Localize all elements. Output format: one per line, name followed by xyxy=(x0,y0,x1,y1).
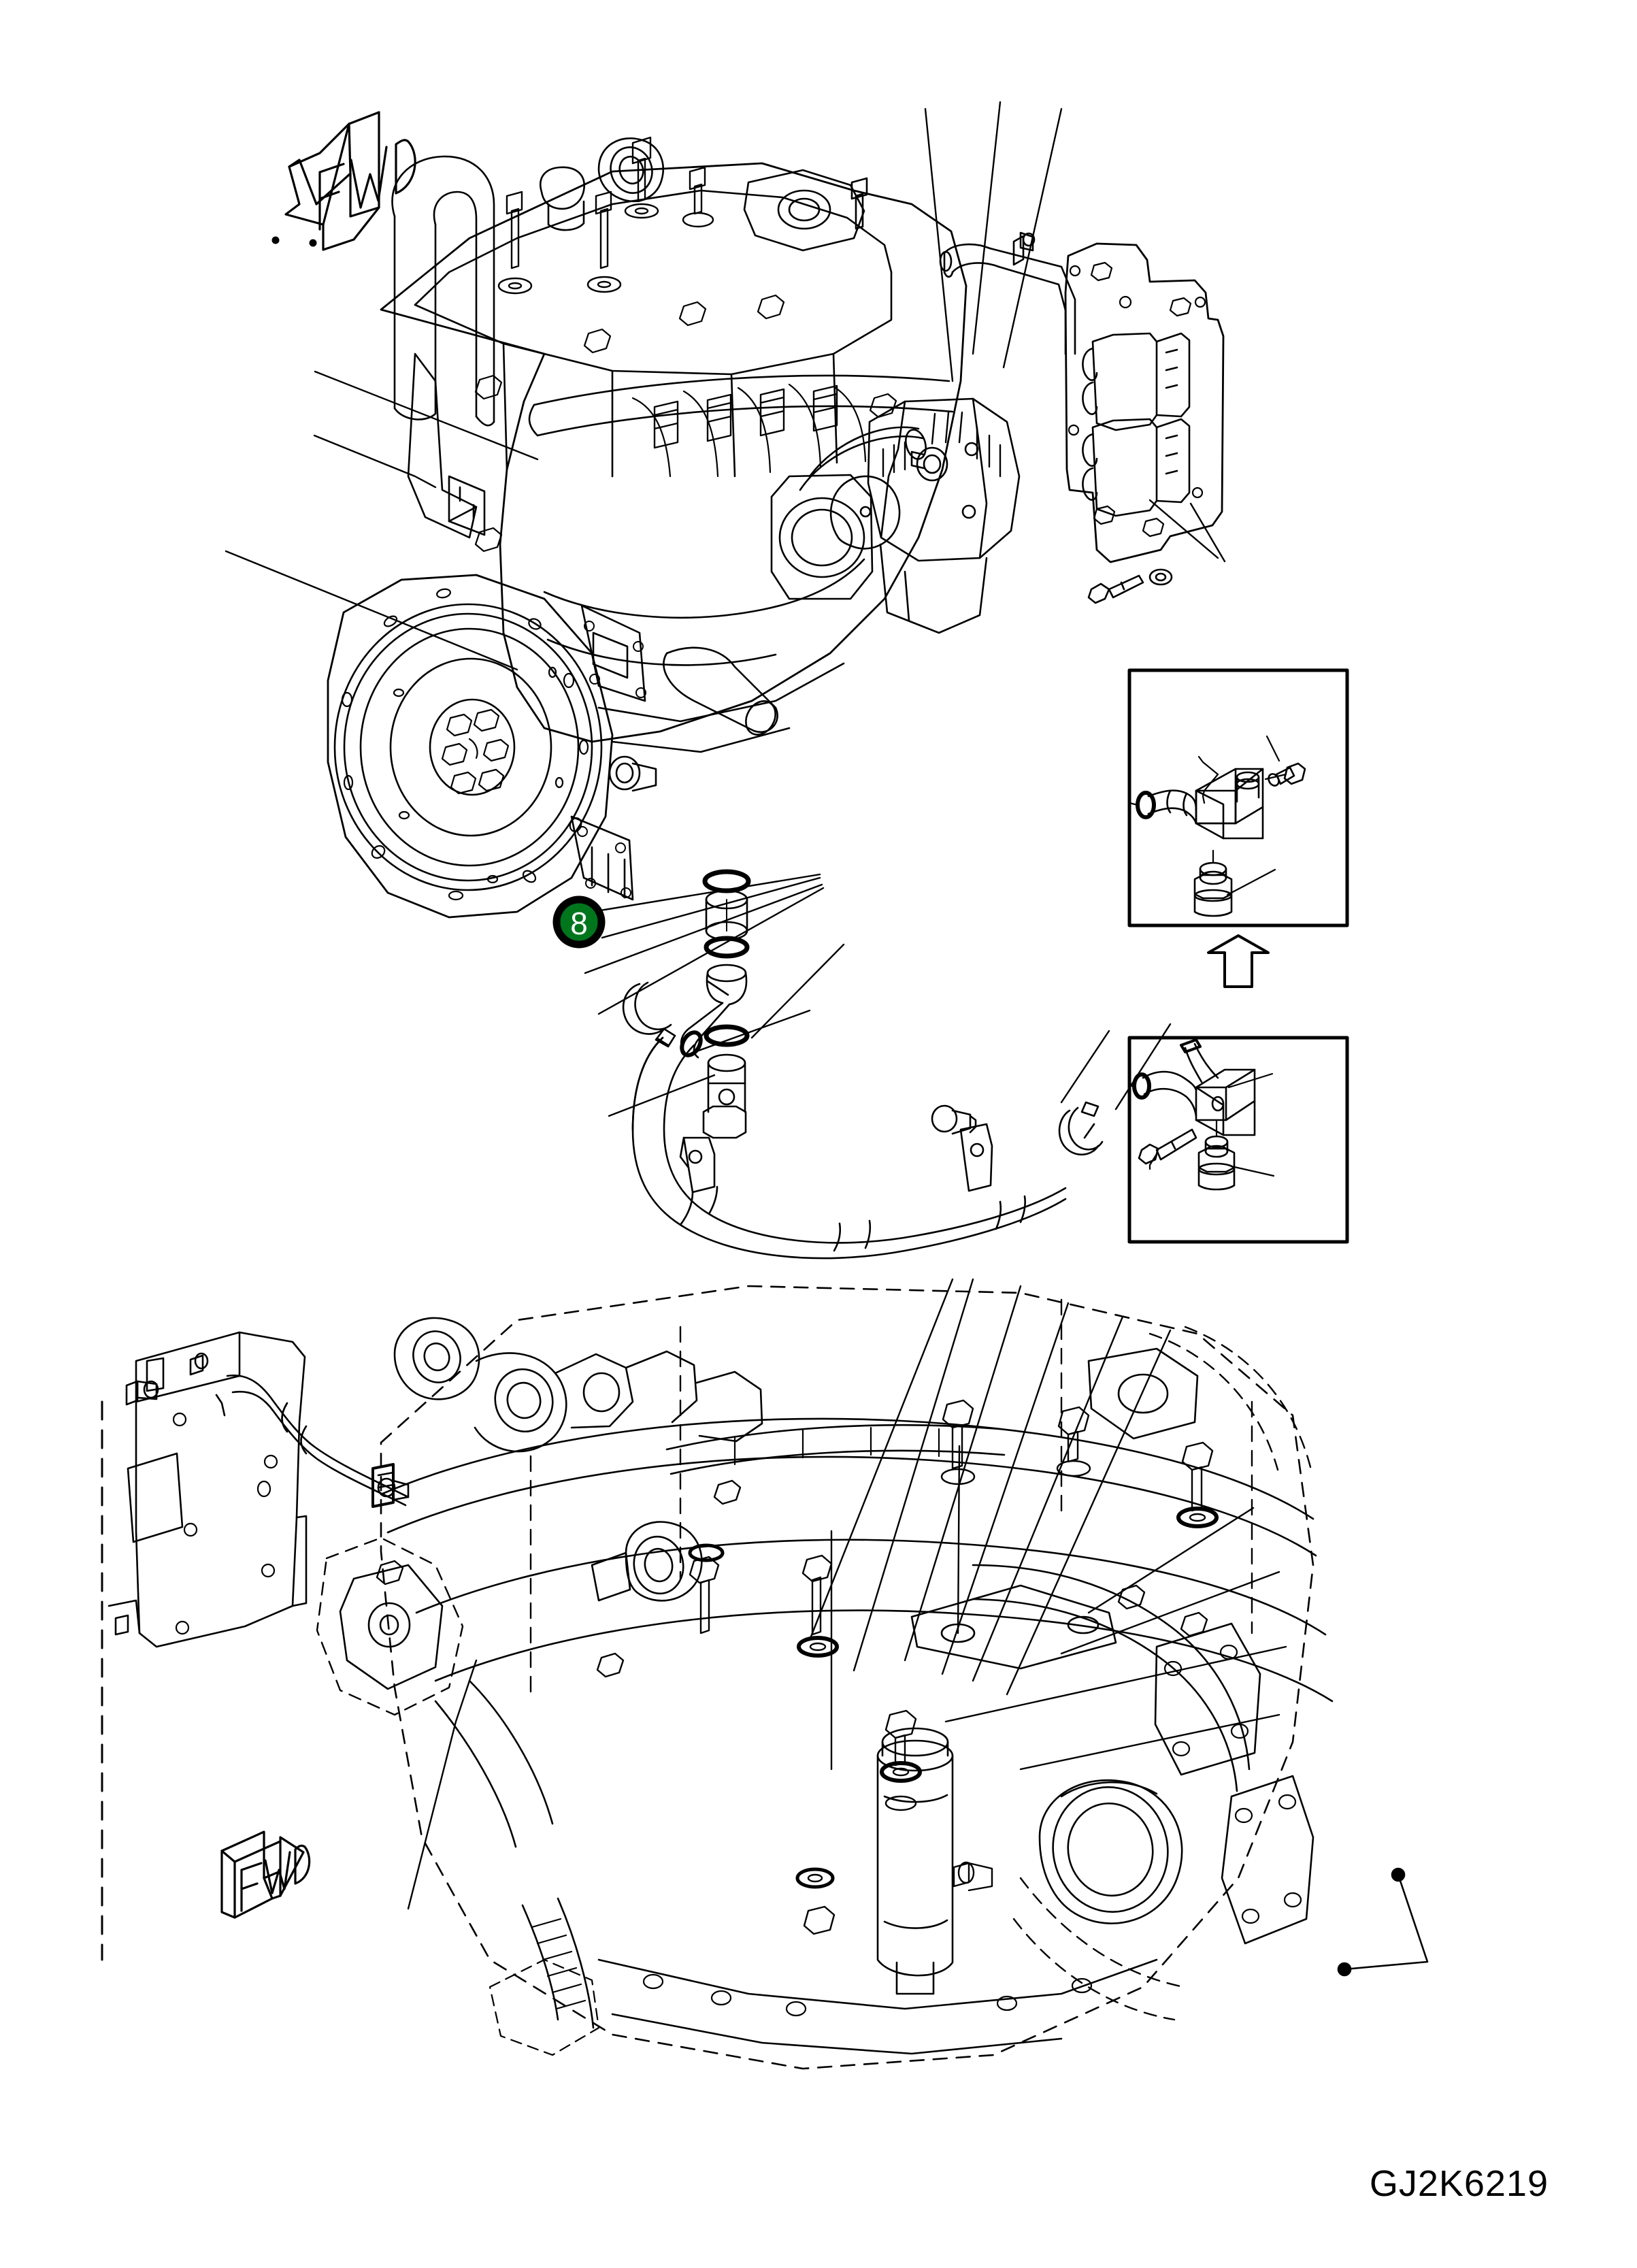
reference-dots-upper xyxy=(271,236,317,247)
lower-engine-assembly xyxy=(101,1285,1334,2070)
leader-lines-lower xyxy=(407,1278,1287,1910)
ecu-module-lower xyxy=(101,1331,308,1961)
bent-leader-bottom-right xyxy=(1337,1867,1429,1977)
ecu-module-upper xyxy=(939,231,1225,604)
detail-link-arrow xyxy=(1207,934,1270,988)
lower-hose-assembly xyxy=(631,1036,1104,1260)
alternator xyxy=(799,397,1021,634)
detail-lower-contents xyxy=(1128,1038,1275,1191)
flywheel-housing xyxy=(327,574,657,919)
fwd-arrow-upper xyxy=(284,111,416,251)
upper-engine-assembly xyxy=(380,136,968,753)
callout-8-bubble[interactable] xyxy=(552,895,606,949)
drawing-number: GJ2K6219 xyxy=(1369,2163,1549,2204)
fwd-arrow-lower xyxy=(220,1830,311,1919)
detail-box-lower xyxy=(1127,1036,1349,1244)
detail-upper-contents xyxy=(1128,735,1306,917)
callout-8-label: 8 xyxy=(570,906,588,941)
callout-8[interactable]: 8 xyxy=(552,895,606,949)
detail-box-upper xyxy=(1127,668,1349,927)
exploded-fitting-assembly xyxy=(622,869,751,1139)
